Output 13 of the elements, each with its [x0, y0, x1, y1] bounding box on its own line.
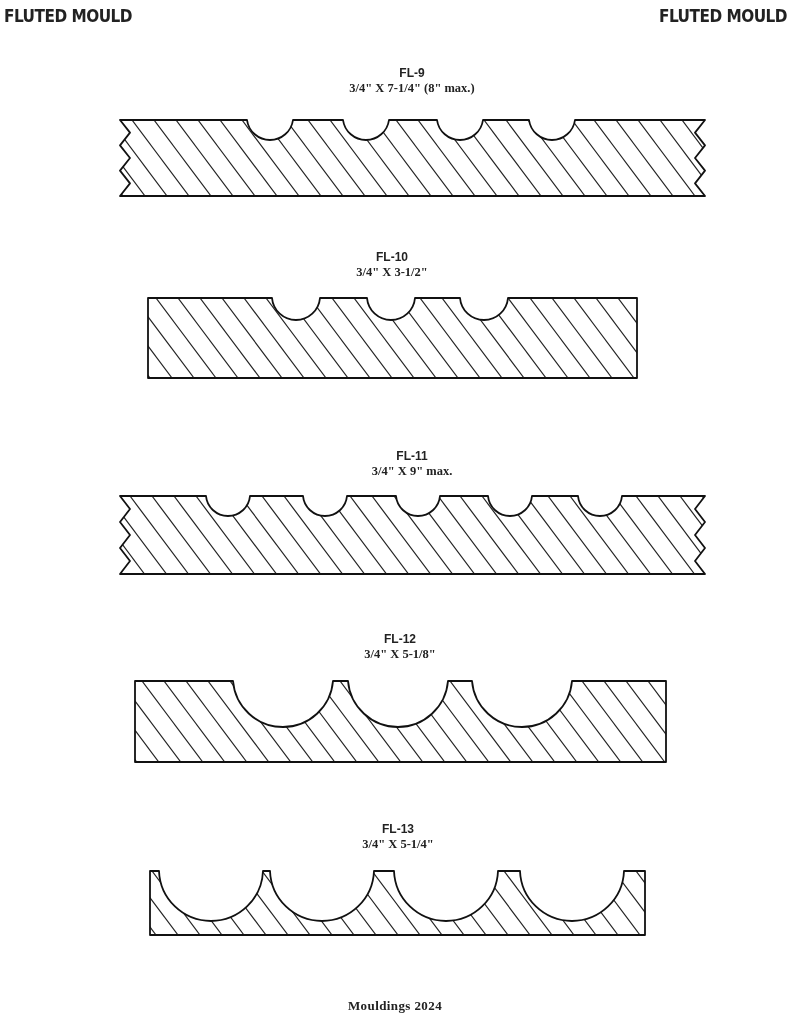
profile-name: FL-9 — [399, 66, 425, 80]
profile-name: FL-12 — [384, 632, 416, 646]
page-heading: FLUTED MOULD — [659, 6, 787, 26]
profile-dimensions: 3/4" X 5-1/4" — [362, 837, 434, 852]
page-heading: FLUTED MOULD — [4, 6, 132, 26]
profile-dimensions: 3/4" X 3-1/2" — [356, 265, 428, 280]
profile-name: FL-10 — [376, 250, 408, 264]
profile-name: FL-13 — [382, 822, 414, 836]
profile-dimensions: 3/4" X 5-1/8" — [364, 647, 436, 662]
page-footer: Mouldings 2024 — [347, 998, 443, 1014]
profile-dimensions: 3/4" X 9" max. — [371, 464, 453, 479]
profile-name: FL-11 — [396, 449, 428, 463]
profile-dimensions: 3/4" X 7-1/4" (8" max.) — [349, 81, 475, 96]
